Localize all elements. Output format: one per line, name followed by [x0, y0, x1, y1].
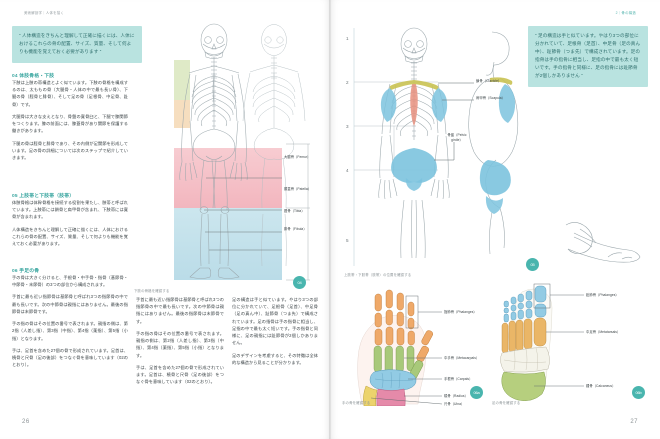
- figure-caption-left: 下肢の骨格を確認する: [134, 289, 170, 293]
- figure-badge-hand: 06a: [470, 386, 483, 399]
- paragraph: 手の骨は大きく分けると、手根骨・中手骨・指骨（基節骨・中節骨・末節骨）の3つの部…: [12, 275, 128, 288]
- bottom-column-2: 手首に最も近い指節骨は基節骨と呼ばれ3つの指節骨の中で最も長いです。次の中節骨は…: [136, 296, 224, 390]
- girdles-illustration: 1 2 3 4 5: [346, 27, 519, 266]
- figure-caption-hand: 手の骨を確認する: [342, 401, 371, 405]
- figure-badge-girdles: 05: [526, 258, 539, 271]
- figure-girdles: 1 2 3 4 5 鎖骨（Clavicle） 肩甲骨（Scapula） 骨盤（P…: [342, 20, 542, 270]
- svg-text:2: 2: [346, 80, 349, 85]
- figure-badge-left: 04: [293, 276, 306, 289]
- paragraph: 手の指の骨はその位置の番号で表されます。親指の側は、第2指（人差し指）、第3指（…: [136, 330, 224, 358]
- label-metatarsals: 中足骨（Metatarsals）: [586, 330, 621, 334]
- page-number-right: 27: [630, 419, 638, 425]
- label-patella: 膝蓋骨（Patella）: [284, 187, 312, 191]
- section-05-body: 体肢骨格は体幹骨格を接続する役割を果たし、肢帯と呼ばれています。上肢帯には鎖骨と…: [12, 199, 128, 252]
- section-heading-06: 06 手足の骨: [12, 267, 39, 274]
- paragraph: 大腿骨は大きな支えとなり、骨盤の寛骨臼と、下腿で膝関節をつくります。膝の前面には…: [12, 113, 128, 134]
- section-number-05: 05: [12, 194, 18, 199]
- paragraph: 手首に最も近い指節骨は基節骨と呼ばれ3つの指節骨の中で最も長いです。次の中節骨は…: [136, 297, 224, 324]
- label-metacarpals: 中手骨（Metacarpals）: [444, 356, 480, 360]
- running-head-right: 2｜骨の構造: [615, 11, 636, 15]
- lower-limb-illustration: [174, 23, 310, 281]
- paragraph: 手首に最も近い指節骨は基節骨と呼ばれ3つの指節骨の中で最も長いです。次の中節骨は…: [12, 294, 128, 314]
- svg-text:3: 3: [346, 124, 349, 129]
- label-carpals: 手根骨（Carpals）: [444, 377, 473, 381]
- svg-text:5: 5: [346, 238, 349, 243]
- paragraph: 手は、足首を含めた27個の骨で形成されています。足首は、橈骨と尺骨（足の後部）を…: [136, 364, 224, 385]
- section-heading-05: 05 上肢帯と下肢帯（肢帯）: [12, 192, 74, 199]
- label-calcaneus: 踵骨（Calcaneus）: [586, 384, 616, 388]
- label-pelvic-girdle: 骨盤（Pelvic girdle）: [447, 133, 467, 142]
- section-title-06: 手足の骨: [19, 269, 40, 274]
- label-ulna: 尺骨（Ulna）: [444, 402, 465, 406]
- svg-text:4: 4: [346, 168, 349, 173]
- label-clavicle: 鎖骨（Clavicle）: [476, 79, 502, 83]
- section-title-04: 体肢骨格・下肢: [19, 74, 55, 79]
- label-foot-phalanges: 趾節骨（Phalanges）: [586, 293, 619, 297]
- running-head-left: 美術解剖学｜人体を描く: [24, 11, 65, 15]
- section-number-04: 04: [12, 74, 18, 79]
- figure-badge-foot: 06b: [632, 386, 645, 399]
- quote-block-right: “ 足の構造は手と似ています。やはり3つの部位に分かれていて、足根骨（足首）、中…: [528, 26, 648, 88]
- page-right: 2｜骨の構造 “ 足の構造は手と似ています。やはり3つの部位に分かれていて、足根…: [330, 0, 660, 439]
- page-gutter: [329, 0, 331, 439]
- figure-hand: 指節骨（Phalanges） 中手骨（Metacarpals） 手根骨（Carp…: [338, 286, 488, 406]
- section-number-06: 06: [12, 269, 18, 274]
- section-title-05: 上肢帯と下肢帯（肢帯）: [19, 194, 75, 199]
- paragraph: 足のデザインを考慮すると、その特徴は全体的な構造から見ることが分かります。: [232, 352, 318, 365]
- section-heading-04: 04 体肢骨格・下肢: [12, 72, 54, 79]
- paragraph: 手は、足首を含めた27個の骨で形成されています。足首は、橈骨と尺骨（足の後部）を…: [12, 347, 128, 368]
- paragraph: 手の指の骨はその位置の番号で表されます。親指の側は、第2指（人差し指）、第3指（…: [12, 321, 128, 341]
- label-hand-phalanges: 指節骨（Phalanges）: [444, 310, 477, 314]
- label-radius: 橈骨（Radius）: [444, 394, 468, 398]
- figure-foot-sketch: [552, 215, 652, 275]
- paragraph: 人体構造をきちんと理解して正確に描くには、人体におけるこれらの骨の配置、サイズ、…: [12, 226, 128, 247]
- foot-sketch-illustration: [565, 222, 641, 263]
- figure-lower-limb: 大腿骨（Femur） 膝蓋骨（Patella） 脛骨（Tibia） 腓骨（Fib…: [132, 18, 322, 286]
- label-scapula: 肩甲骨（Scapula）: [476, 96, 505, 100]
- bottom-column-3: 足の構造は手と似ています。やはり3つの部位に分かれていて、足根骨（足首）、中足骨…: [232, 296, 318, 371]
- figure-caption-girdles: 上肢帯・下肢帯（肢帯）の位置を確認する: [344, 273, 412, 277]
- label-tibia: 脛骨（Tibia）: [284, 209, 305, 213]
- foot-illustration: [500, 283, 584, 401]
- hand-illustration: [357, 289, 443, 406]
- paragraph: 下肢は上肢の帯構造とよく似ています。下肢の骨格を構成するのは、太ももの骨（大腿骨…: [12, 80, 128, 107]
- figure-foot: 趾節骨（Phalanges） 中足骨（Metatarsals） 踵骨（Calca…: [488, 282, 653, 404]
- svg-text:1: 1: [346, 36, 349, 41]
- section-06-body: 手の骨は大きく分けると、手根骨・中手骨・指骨（基節骨・中節骨・末節骨）の3つの部…: [12, 274, 128, 373]
- section-04-body: 下肢は上肢の帯構造とよく似ています。下肢の骨格を構成するのは、太ももの骨（大腿骨…: [12, 79, 128, 166]
- paragraph: 体肢骨格は体幹骨格を接続する役割を果たし、肢帯と呼ばれています。上肢帯には鎖骨と…: [12, 200, 128, 220]
- label-fibula: 腓骨（Fibula）: [284, 227, 307, 231]
- page-number-left: 26: [22, 419, 30, 425]
- paragraph: 足の構造は手と似ています。やはり3つの部位に分かれていて、足根骨（足首）、中足骨…: [232, 297, 318, 346]
- figure-caption-foot: 足の骨を確認する: [492, 401, 521, 405]
- quote-block-left: “ 人体構造をきちんと理解して正確に描くには、人体におけるこれらの骨の配置、サイ…: [12, 26, 142, 64]
- label-femur: 大腿骨（Femur）: [284, 155, 311, 159]
- paragraph: 下腿の骨は脛骨と腓骨であり、その内側が足関節を形成しています。足の骨の詳細につい…: [12, 140, 128, 160]
- page-left: 美術解剖学｜人体を描く “ 人体構造をきちんと理解して正確に描くには、人体におけ…: [12, 11, 322, 425]
